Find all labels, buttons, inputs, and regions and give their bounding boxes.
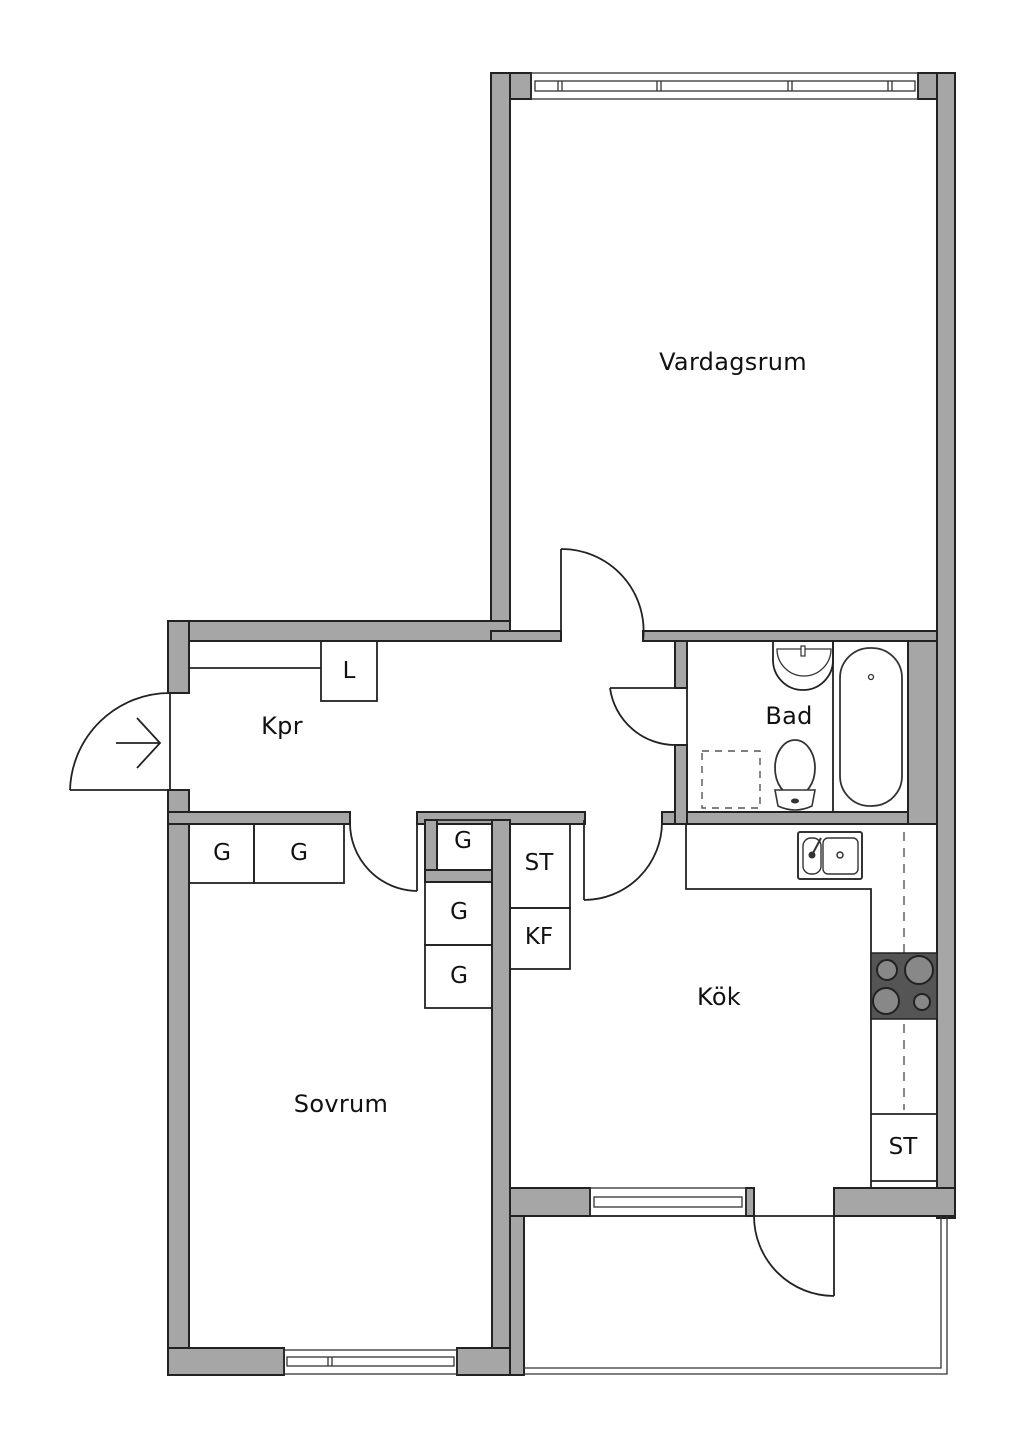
storage-label: ST — [888, 1134, 918, 1160]
fridge-freezer-label: KF — [524, 924, 554, 950]
room-label-vardagsrum: Vardagsrum — [659, 348, 807, 376]
washbasin-icon — [772, 641, 834, 691]
wardrobe-label: G — [454, 828, 472, 854]
bathroom-fixtures — [686, 640, 909, 813]
kitchen-units — [509, 823, 937, 1188]
shelf-kpr — [189, 640, 378, 702]
door-entrance — [69, 692, 171, 791]
toilet-icon — [774, 739, 816, 811]
door-balcony — [753, 1215, 835, 1297]
door-bad — [609, 687, 678, 746]
room-label-kpr: Kpr — [261, 712, 303, 740]
washer-space-dashed — [701, 750, 761, 809]
sink-icon — [797, 831, 863, 880]
wardrobe-label: G — [450, 899, 468, 925]
wardrobes-sovrum — [188, 819, 493, 1009]
wardrobe-label: G — [213, 840, 231, 866]
window-kok — [589, 1187, 747, 1217]
window-sovrum — [283, 1349, 458, 1375]
room-label-bad: Bad — [765, 702, 813, 730]
door-kok — [583, 820, 663, 901]
bathtub-icon — [839, 647, 903, 807]
stove-icon — [870, 952, 938, 1020]
room-label-sovrum: Sovrum — [293, 1090, 389, 1118]
linen-closet-label: L — [342, 658, 356, 684]
walls — [167, 72, 956, 1376]
wardrobe-label: G — [450, 963, 468, 989]
storage-label: ST — [524, 850, 554, 876]
balcony — [523, 1215, 948, 1375]
door-sovrum — [349, 820, 418, 892]
wardrobe-label: G — [290, 840, 308, 866]
door-vardagsrum — [560, 548, 645, 642]
window-top — [530, 72, 919, 100]
room-label-kok: Kök — [696, 983, 742, 1011]
